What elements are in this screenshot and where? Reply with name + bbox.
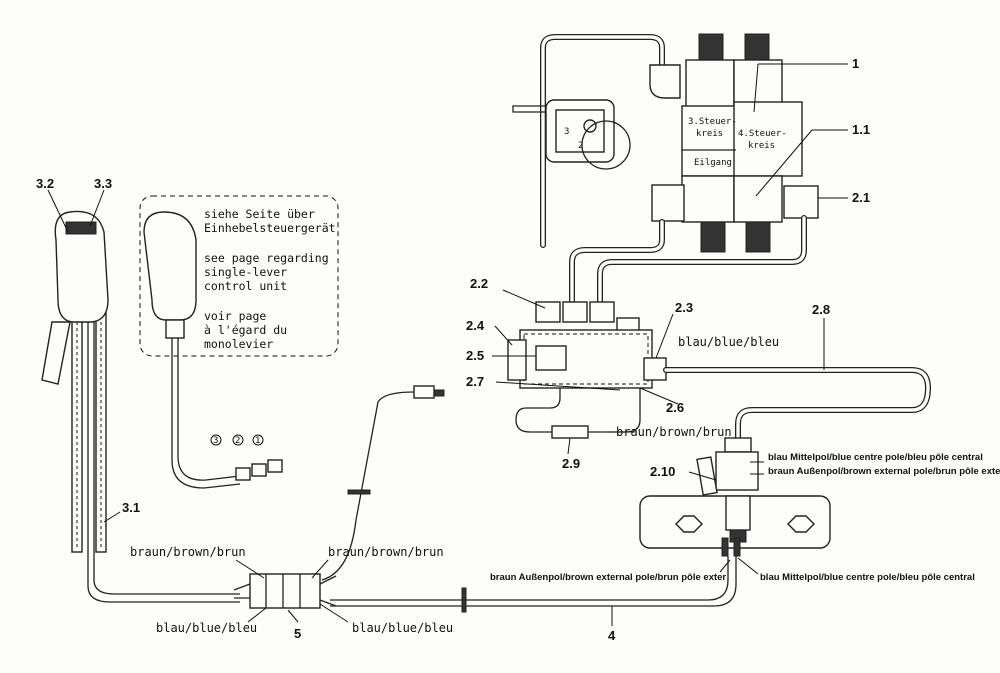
switch-pin-2: 2 [578,141,583,151]
pin-number-1: 1 [255,436,260,446]
sensor-plate [639,437,831,557]
callout-2-1: 2.1 [852,190,870,205]
callout-2-9: 2.9 [562,456,580,471]
sensor-body [715,451,759,491]
valve-circuit-4 [733,101,803,177]
callout-5: 5 [294,626,301,641]
valve-text-circuit4-b: kreis [748,141,775,151]
flat-connector [413,385,435,399]
valve-text-circuit3-a: 3.Steuer- [688,117,737,127]
coil-top-left [698,33,724,61]
wire-label-brown-right: braun/brown/brun [328,545,444,559]
pin-number-3: 3 [213,436,218,446]
coil-bottom-left [700,221,726,253]
callout-1-1: 1.1 [852,122,870,137]
callout-2-3: 2.3 [675,300,693,315]
callout-3-1: 3.1 [122,500,140,515]
wire-label-brown-2-9: braun/brown/brun [616,425,732,439]
wire-label-blue-2-3: blau/blue/bleu [678,335,779,349]
connector-2-5 [507,339,527,381]
cable-4-tie [461,587,467,613]
note-line-4: single-lever [204,265,287,279]
callout-2-7: 2.7 [466,374,484,389]
coil-top-right [744,33,770,61]
pressure-switch: 3 2 [512,99,631,170]
pin-number-2: 2 [235,436,240,446]
note-line-8: monolevier [204,337,273,351]
leader-lines [47,63,848,626]
note-line-6: voir page [204,309,266,323]
callout-4: 4 [608,628,616,643]
elbow-left [651,184,685,222]
note-box [139,195,339,357]
connector-5 [233,385,445,609]
wire-label-centre-pole-bottom: blau Mittelpol/blue centre pole/bleu pôl… [760,572,975,583]
elbow-top [649,64,681,99]
callout-2-6: 2.6 [666,400,684,415]
wire-label-external-pole-bottom: braun Außenpol/brown external pole/brun … [490,572,726,583]
note-line-1: siehe Seite über [204,207,315,221]
valve-text-rapid: Eilgang [694,158,732,168]
callout-1: 1 [852,56,859,71]
valve-block: 3.Steuer- kreis Eilgang 4.Steuer- kreis [540,33,819,253]
wire-label-blue-right: blau/blue/bleu [352,621,453,635]
callout-2-8: 2.8 [812,302,830,317]
lever-grip [54,210,109,323]
note-line-5: control unit [204,279,287,293]
callout-2-5: 2.5 [466,348,484,363]
gland-2-3 [643,357,667,381]
note-line-7: à l'égard du [204,323,287,337]
wire-label-blue-left: blau/blue/bleu [156,621,257,635]
callout-2-10: 2.10 [650,464,675,479]
coil-bottom-right [745,221,771,253]
wire-label-centre-pole-top: blau Mittelpol/blue centre pole/bleu pôl… [768,452,983,463]
note-line-2: Einhebelsteuergerät [204,221,336,235]
switch-pin-3: 3 [564,127,569,137]
valve-text-circuit3-b: kreis [696,129,723,139]
callout-2-2: 2.2 [470,276,488,291]
callout-3-3: 3.3 [94,176,112,191]
wire-label-external-pole-top: braun Außenpol/brown external pole/brun … [768,466,1000,477]
control-lever [41,210,240,603]
wire-label-brown-left: braun/brown/brun [130,545,246,559]
fuse-2-9 [551,425,589,439]
valve-text-circuit4-a: 4.Steuer- [738,129,787,139]
callout-3-2: 3.2 [36,176,54,191]
callout-2-4: 2.4 [466,318,485,333]
lever-button-3-3 [65,221,97,235]
elbow-right [783,185,819,219]
reference-grip [143,211,283,489]
junction-box [507,301,667,389]
note-line-3: see page regarding [204,251,329,265]
